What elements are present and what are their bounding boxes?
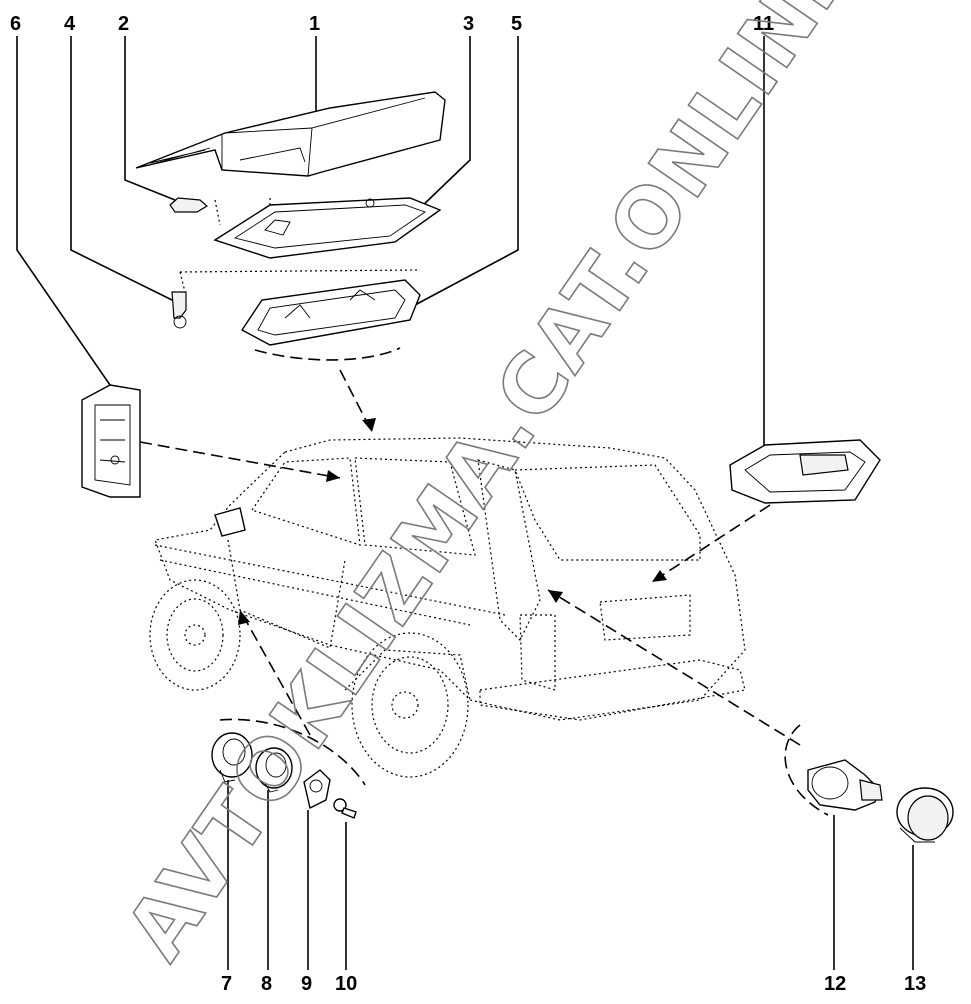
callout-11: 11 <box>753 13 774 35</box>
callout-9: 9 <box>301 973 312 995</box>
callout-6: 6 <box>10 13 21 35</box>
callout-8: 8 <box>261 973 272 995</box>
vehicle-illustration <box>149 437 746 778</box>
gasket-7 <box>211 732 253 783</box>
switch-9 <box>303 769 331 810</box>
callout-1: 1 <box>309 13 320 35</box>
callout-5: 5 <box>511 13 522 35</box>
callout-2: 2 <box>118 13 129 35</box>
callout-12: 12 <box>824 973 846 995</box>
cap-13 <box>896 787 954 843</box>
dome-lens-3 <box>213 197 442 259</box>
dome-housing-5 <box>240 279 421 346</box>
switch-12 <box>807 759 883 811</box>
callout-7: 7 <box>221 973 232 995</box>
screw-part-2 <box>169 197 209 213</box>
callout-3: 3 <box>463 13 474 35</box>
gasket-8 <box>255 747 293 793</box>
installation-arrows <box>139 347 829 816</box>
callout-4: 4 <box>64 13 76 35</box>
leader-lines <box>16 36 914 970</box>
screw-part-4 <box>171 269 421 329</box>
dome-light-cover-1 <box>135 91 446 177</box>
door-switch-6 <box>81 384 141 498</box>
callout-13: 13 <box>904 973 926 995</box>
lamp-assembly-11 <box>729 439 881 504</box>
callout-10: 10 <box>335 973 357 995</box>
screw-10 <box>333 798 357 819</box>
callout-labels: 6 4 2 1 3 5 11 7 8 9 10 12 13 <box>10 13 926 995</box>
